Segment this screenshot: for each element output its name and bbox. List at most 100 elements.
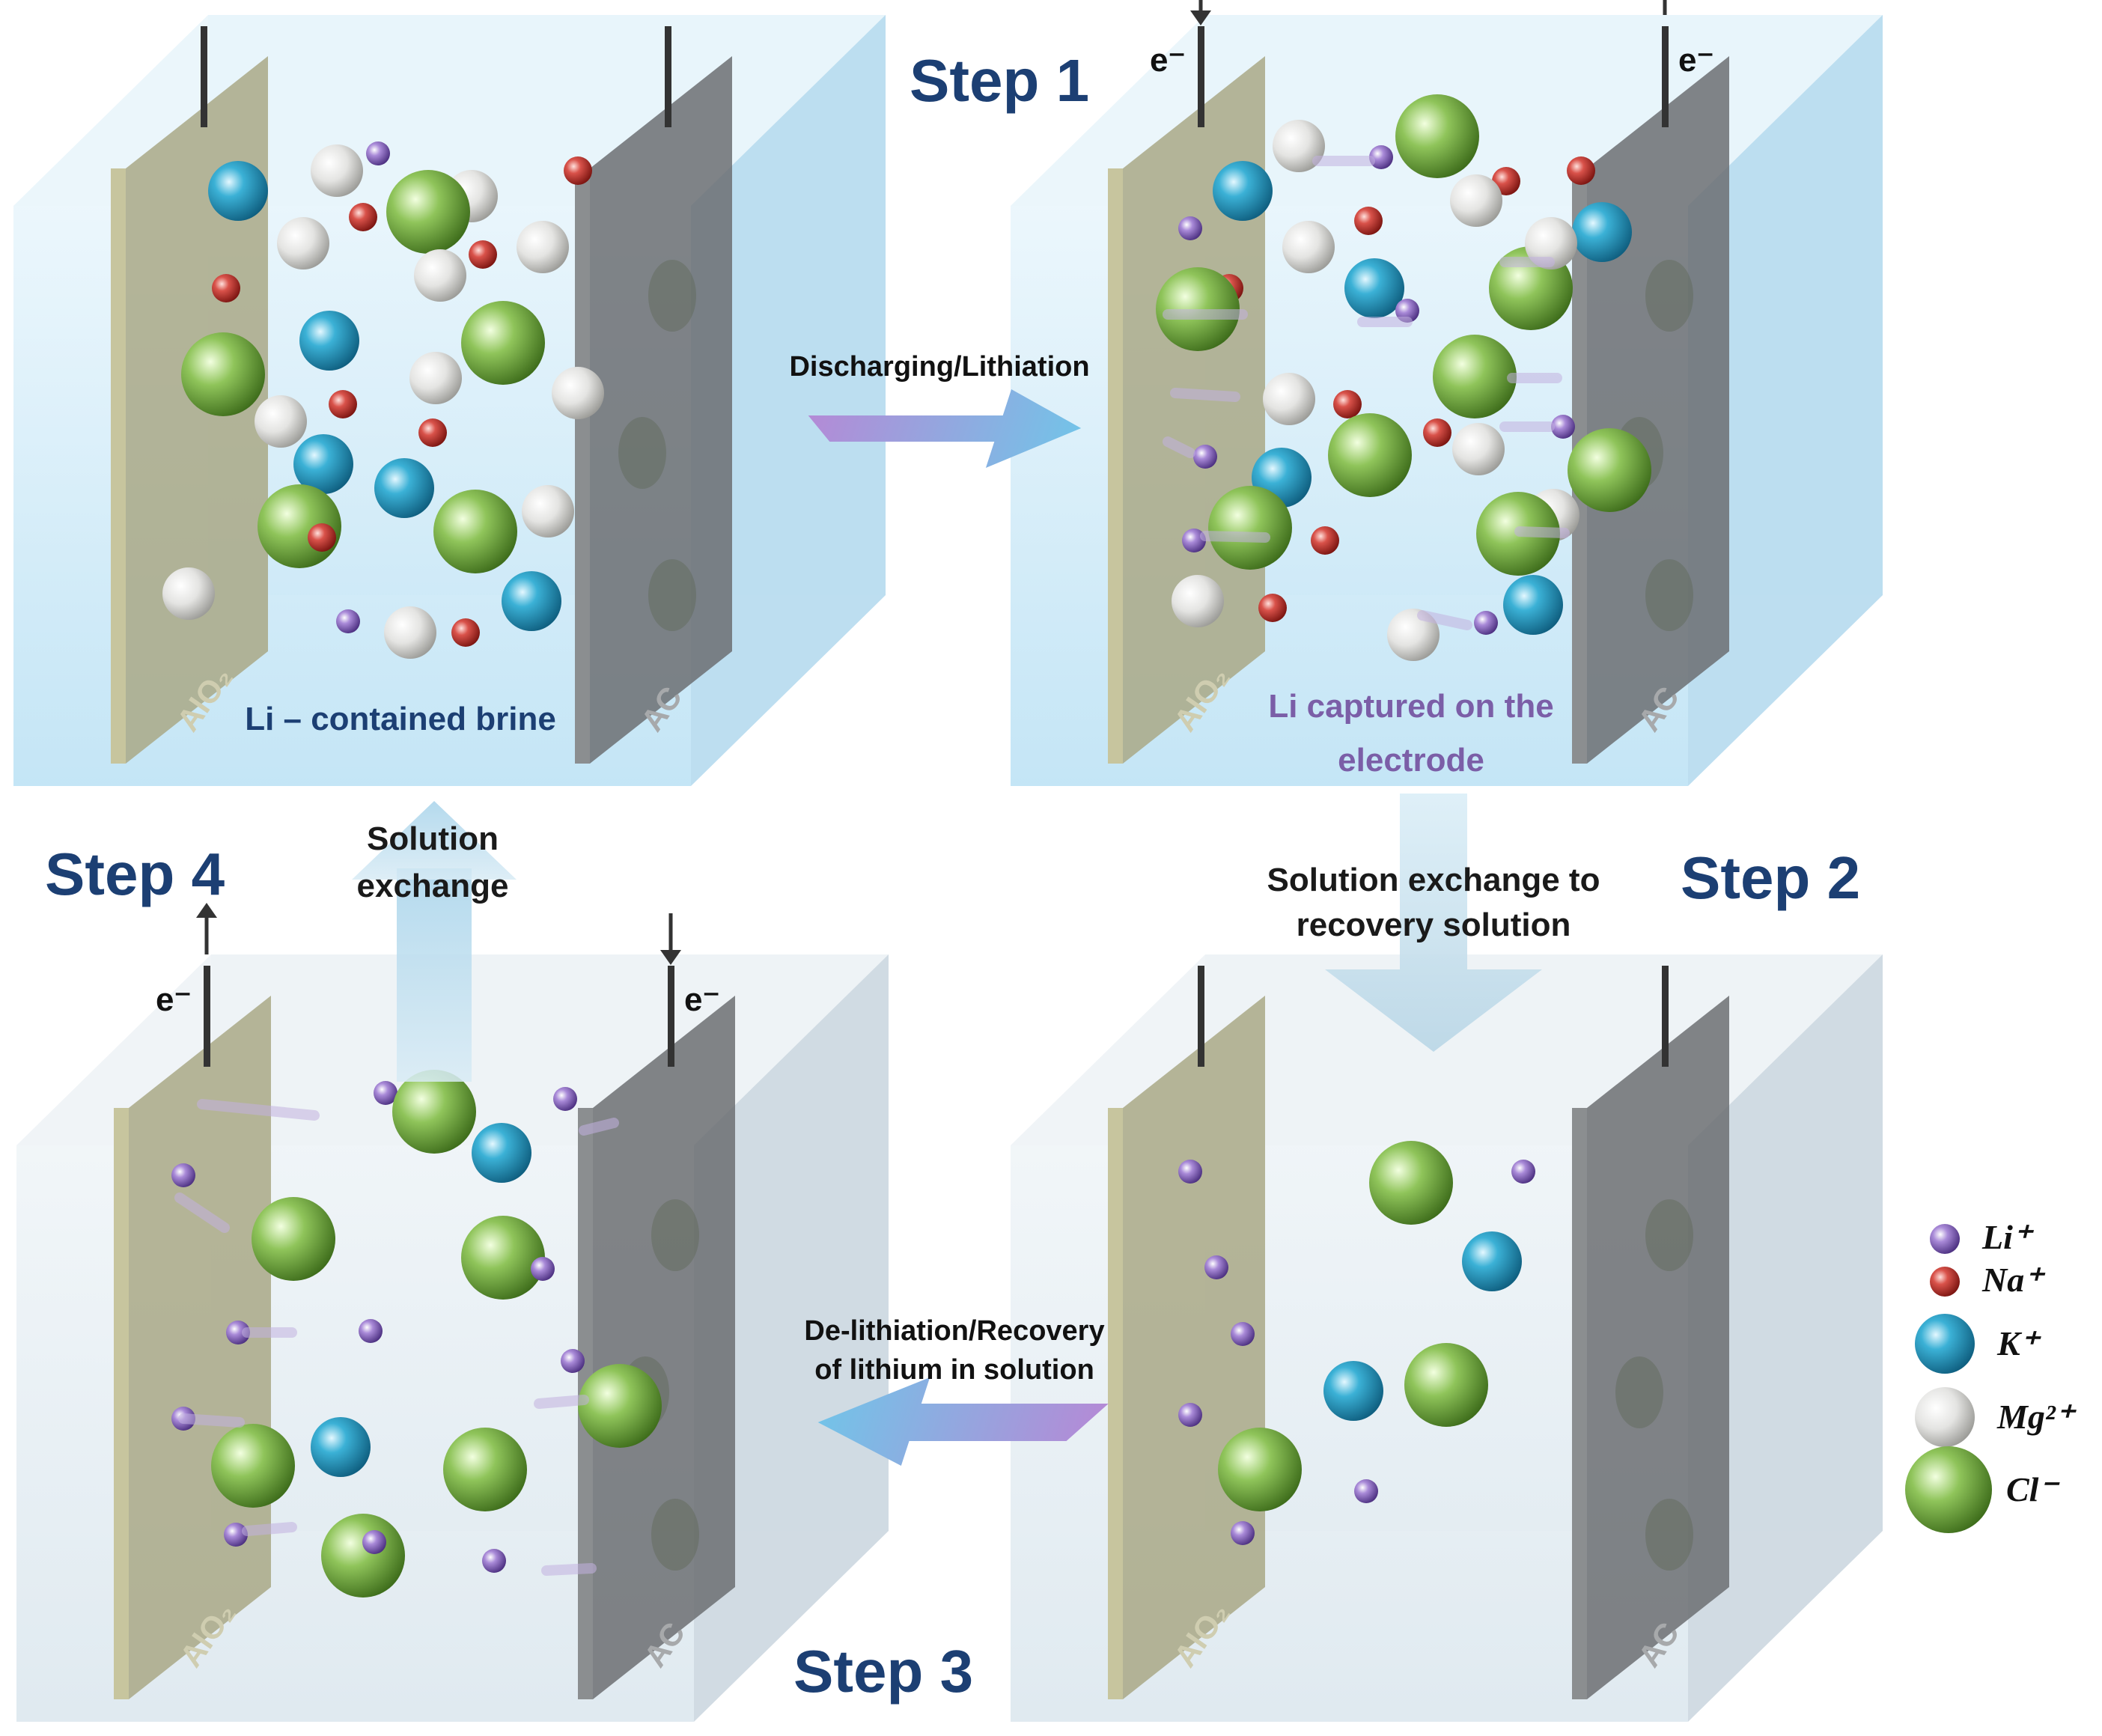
alo2-electrode-edge [114,1108,129,1699]
ion-cl [1404,1343,1488,1427]
migration-trail [579,1118,619,1136]
migration-trail [242,1522,297,1536]
exchange-recovery-label-2: recovery solution [1297,907,1571,943]
migration-trail [178,1413,245,1428]
migration-trail [1163,436,1195,458]
alo2-electrode-edge [1108,168,1123,764]
ion-na [329,390,357,418]
ion-li [362,1530,386,1554]
captured-caption-1: Li captured on the [1268,688,1553,725]
ac-electrode [1587,996,1729,1699]
ion-particles [162,94,1651,1598]
ion-mg [414,249,466,302]
ion-k [208,161,268,221]
electron-label: e⁻ [156,981,192,1018]
ion-mg [1273,120,1325,172]
ion-li [1231,1521,1255,1545]
electrode-wire [204,966,210,1067]
ac-electrode-edge [575,168,590,764]
electron-label: e⁻ [1678,42,1714,79]
ion-li [1511,1160,1535,1184]
legend-cl-label: Cl⁻ [2006,1470,2060,1508]
embedded-ion [648,260,696,332]
ion-cl [211,1424,295,1508]
ion-mg [1263,373,1315,425]
ion-mg [1452,423,1505,475]
solution-exchange-label-2: exchange [357,868,509,904]
ion-mg [1282,221,1335,273]
ion-na [1311,526,1339,555]
discharging-arrow [808,389,1082,468]
exchange-recovery-label-1: Solution exchange to [1267,862,1600,898]
ion-li [366,141,390,165]
embedded-ion [618,417,666,489]
alo2-electrode [1123,996,1265,1699]
cell-side-face [691,15,886,786]
exchange-up-arrow [352,801,517,1082]
legend-k-marker [1915,1314,1975,1374]
ion-li [374,1081,397,1105]
legend-mg-marker [1915,1387,1975,1447]
ion-na [212,274,240,302]
ion-cl [461,1216,545,1300]
legend-na-marker [1930,1267,1960,1297]
ac-electrode [1587,56,1729,764]
ion-na [564,156,592,185]
migration-trail [541,1563,597,1576]
delithiation-label-2: of lithium in solution [814,1354,1094,1386]
ion-li [224,1523,248,1547]
ion-mg [277,217,329,269]
embedded-ion [651,1499,699,1571]
ion-na [418,418,447,447]
ion-mg [255,395,307,448]
ion-na [451,618,480,647]
ion-na [1333,390,1362,418]
ion-cl [181,332,265,416]
ion-k [293,434,353,494]
alo2-electrode [126,56,268,764]
ion-li [1193,445,1217,469]
cell-side-face [1688,954,1883,1722]
electrode-wire [1198,26,1204,127]
ion-li [1354,1479,1378,1503]
ion-li [482,1549,506,1573]
ion-li [1178,216,1202,240]
discharging-label: Discharging/Lithiation [789,351,1089,383]
ion-mg [409,352,462,404]
alo2-electrode [1123,56,1265,764]
ion-k [472,1123,531,1183]
delithiation-label-1: De-lithiation/Recovery [804,1315,1104,1347]
ion-cl [321,1514,405,1598]
ion-cl [252,1197,335,1281]
step-2-label: Step 2 [1681,844,1860,911]
ion-na [1423,418,1451,447]
ion-li [359,1319,383,1343]
embedded-ion [1645,1199,1693,1271]
embedded-ion [1645,260,1693,332]
delithiation-arrow [817,1377,1109,1466]
ion-mg [311,144,363,197]
ion-li [1231,1322,1255,1346]
migration-trail [1514,526,1570,538]
ion-li [1178,1403,1202,1427]
ion-cl [392,1070,476,1154]
ion-cl [1433,335,1517,418]
brine-caption: Li – contained brine [245,701,556,737]
legend-li-marker [1930,1224,1960,1254]
ac-electrode-edge [1572,1108,1587,1699]
legend-k-label: K⁺ [1996,1324,2042,1362]
cell-side-face [694,954,889,1722]
embedded-ion [1645,559,1693,631]
ion-cl [386,170,470,254]
ion-k [1344,258,1404,318]
legend-na-label: Na⁺ [1981,1261,2046,1299]
ion-mg [1387,609,1440,661]
ion-na [1258,594,1287,622]
ion-cl [1218,1428,1302,1511]
migration-trail [534,1395,589,1409]
ac-electrode [590,56,732,764]
migration-trail [174,1193,230,1233]
